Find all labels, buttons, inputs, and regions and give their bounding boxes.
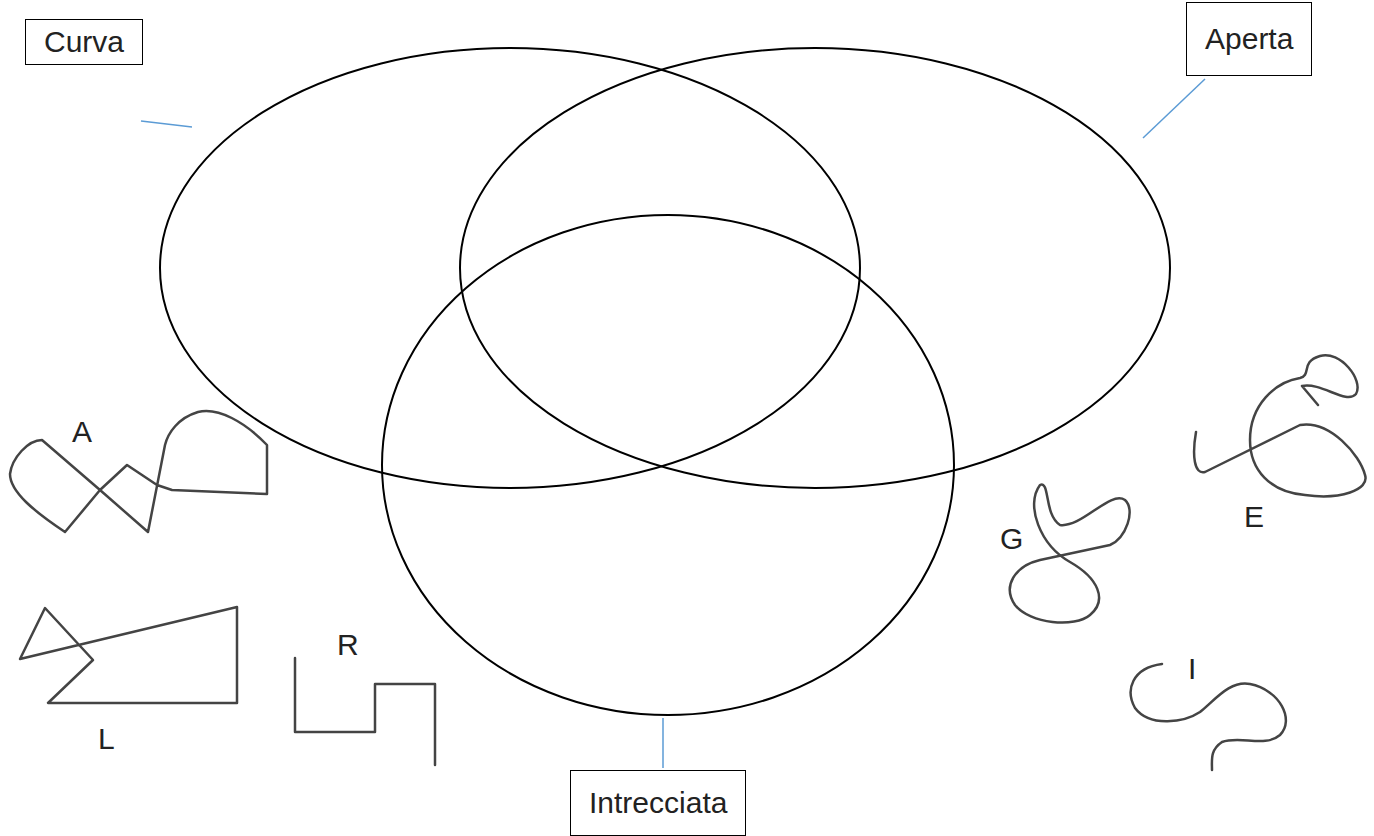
figure-letter: E [1244,500,1264,534]
figure-g [1010,485,1130,623]
figure-letter: R [337,628,359,662]
figure-letter: I [1188,652,1196,686]
figure-letter: G [1000,522,1023,556]
leader-line [141,121,192,127]
curva-set [160,48,860,488]
leader-line [662,718,664,768]
set-name: Aperta [1205,21,1293,57]
figure-i [1131,664,1286,770]
label-box: Intrecciata [570,770,746,836]
label-box: Curva [25,19,143,65]
figure-a [10,411,267,532]
figure-e [1194,355,1365,496]
intrecciata-set [382,215,954,715]
aperta-set [460,48,1170,488]
set-name: Curva [44,24,124,60]
figure-letter: A [72,415,92,449]
figure-r [295,658,435,765]
figure-l [20,607,237,703]
figure-letter: L [98,722,115,756]
set-name: Intrecciata [589,785,727,821]
leader-line [1143,79,1205,138]
label-box: Aperta [1186,2,1312,76]
